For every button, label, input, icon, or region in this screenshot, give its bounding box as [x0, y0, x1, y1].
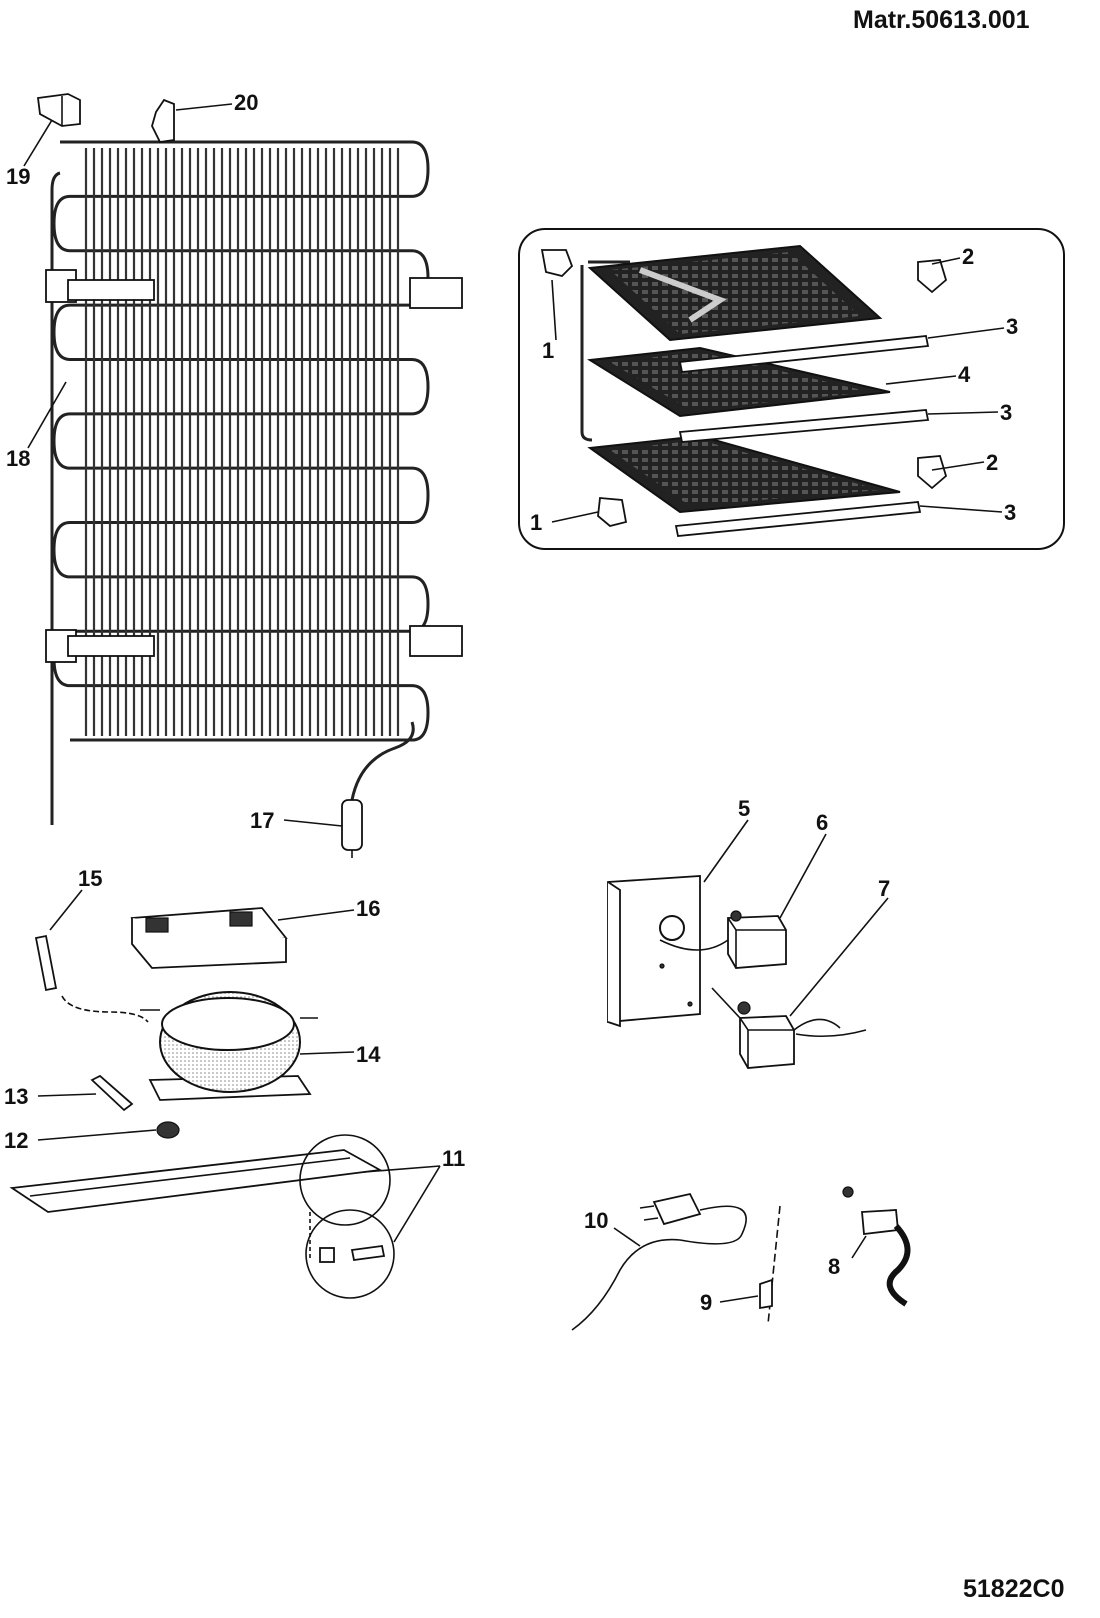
diagram-code: 51822C0	[963, 1575, 1065, 1603]
callout-12: 12	[4, 1128, 28, 1153]
callout-2b: 2	[986, 450, 998, 475]
thermostat-bracket	[607, 875, 701, 1028]
callout-10: 10	[584, 1208, 608, 1233]
leader-10	[613, 1227, 641, 1247]
leader-15	[49, 889, 83, 931]
callout-20: 20	[234, 90, 258, 115]
shelf-trim	[678, 409, 930, 443]
leader-16	[277, 909, 355, 921]
cable-clamp	[759, 1205, 781, 1325]
callout-2a: 2	[962, 244, 974, 269]
leader-13	[37, 1093, 97, 1097]
leader-12	[37, 1129, 157, 1141]
grommet	[156, 1121, 180, 1139]
relay-7	[711, 987, 867, 1069]
clip-part	[151, 98, 175, 143]
tube-part	[34, 934, 58, 992]
dryer-filter	[341, 799, 363, 858]
connector	[842, 1186, 911, 1307]
shelf-support-right	[917, 455, 948, 490]
callout-3c: 3	[1004, 500, 1016, 525]
callout-8: 8	[828, 1254, 840, 1279]
callout-6: 6	[816, 810, 828, 835]
strap-part	[90, 1074, 134, 1112]
callout-18: 18	[6, 446, 30, 471]
leader-3a	[927, 327, 1005, 339]
callout-19: 19	[6, 164, 30, 189]
condenser	[45, 140, 463, 825]
callout-14: 14	[356, 1042, 381, 1067]
condenser-bracket	[409, 277, 463, 309]
leader-7	[789, 897, 889, 1017]
leader-18	[27, 381, 67, 449]
callout-16: 16	[356, 896, 380, 921]
leader-2a	[931, 257, 961, 265]
shelf-support-left	[597, 497, 628, 527]
leader-8	[851, 1235, 867, 1259]
callout-4: 4	[958, 362, 971, 387]
leader-1b	[551, 511, 599, 523]
drip-tray	[130, 907, 288, 969]
shelf-support-left	[540, 249, 574, 277]
leader-14	[299, 1051, 355, 1055]
condenser-bracket	[409, 625, 463, 657]
callout-13: 13	[4, 1084, 28, 1109]
leader-3b	[927, 411, 999, 415]
callout-1b: 1	[530, 510, 542, 535]
base-rail	[9, 1134, 395, 1299]
compressor	[61, 991, 318, 1101]
shelf-trim	[674, 501, 922, 537]
callout-9: 9	[700, 1290, 712, 1315]
shelf-trim	[678, 335, 930, 373]
callout-1a: 1	[542, 338, 554, 363]
shelf-support-right	[917, 259, 948, 294]
relay-6	[659, 910, 787, 969]
leader-1a	[551, 279, 557, 341]
callout-11: 11	[442, 1146, 465, 1171]
leader-3c	[919, 505, 1003, 513]
power-cord	[571, 1192, 747, 1331]
shelves-group	[518, 228, 1065, 550]
leader-17	[283, 819, 343, 827]
callout-15: 15	[78, 866, 102, 891]
callout-5: 5	[738, 796, 750, 821]
leader-20	[175, 103, 233, 111]
leader-6	[779, 833, 827, 919]
leader-2b	[931, 461, 985, 471]
callout-3a: 3	[1006, 314, 1018, 339]
callout-17: 17	[250, 808, 274, 833]
callout-7: 7	[878, 876, 890, 901]
leader-11	[363, 1165, 441, 1243]
callout-3b: 3	[1000, 400, 1012, 425]
drawing-number: Matr.50613.001	[853, 6, 1030, 34]
cap-part	[36, 93, 81, 127]
leader-9	[719, 1295, 759, 1303]
leader-19	[23, 119, 53, 167]
leader-4	[885, 375, 957, 385]
leader-5	[703, 819, 749, 883]
